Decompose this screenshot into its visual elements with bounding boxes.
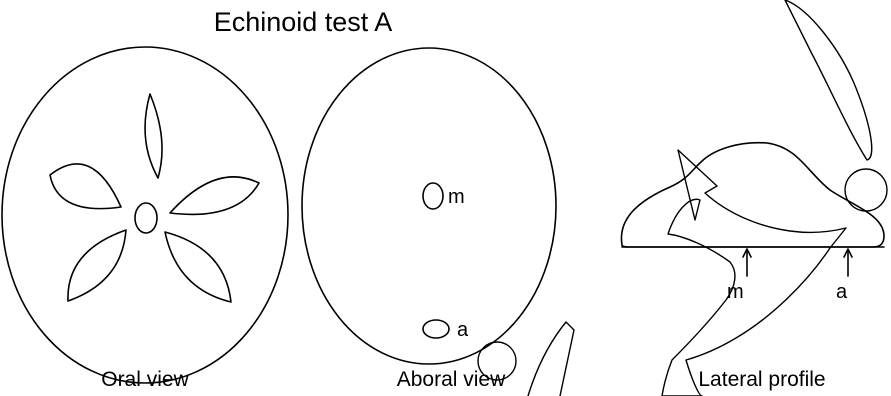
- lateral-test-outline: [620, 141, 885, 248]
- oral-petal-lower-right: [164, 231, 232, 303]
- aboral-view-panel: m a Aboral view: [301, 47, 557, 391]
- lateral-m-arrowhead: [742, 248, 752, 258]
- oral-mouth-opening: [134, 202, 158, 234]
- oral-view-panel: Oral view: [1, 46, 289, 391]
- lateral-profile-panel: m a Lateral profile: [620, 141, 885, 391]
- anus-opening: [422, 319, 450, 339]
- watermark-letter-shape: [661, 149, 847, 396]
- oral-petal-top: [144, 93, 163, 179]
- watermark-outline: [477, 0, 888, 396]
- figure-title: Echinoid test A: [214, 7, 393, 37]
- oral-view-caption: Oral view: [101, 368, 189, 391]
- oral-petal-right: [169, 176, 260, 216]
- aboral-label-a: a: [457, 319, 469, 341]
- aboral-label-m: m: [448, 186, 465, 208]
- aboral-view-caption: Aboral view: [397, 368, 506, 391]
- watermark-circle-right: [844, 168, 888, 212]
- lateral-a-arrowhead: [843, 248, 853, 258]
- lateral-profile-caption: Lateral profile: [698, 368, 825, 391]
- lateral-label-m: m: [727, 281, 744, 303]
- aboral-test-outline: [301, 47, 557, 365]
- watermark-bracket: [527, 321, 575, 396]
- watermark-arc: [784, 0, 873, 161]
- watermark-circle-bottom: [477, 341, 517, 381]
- madreporite-opening: [422, 182, 444, 210]
- oral-test-outline: [1, 46, 289, 384]
- oral-petal-left: [49, 163, 122, 210]
- oral-petal-lower-left: [67, 229, 127, 302]
- lateral-label-a: a: [836, 281, 848, 303]
